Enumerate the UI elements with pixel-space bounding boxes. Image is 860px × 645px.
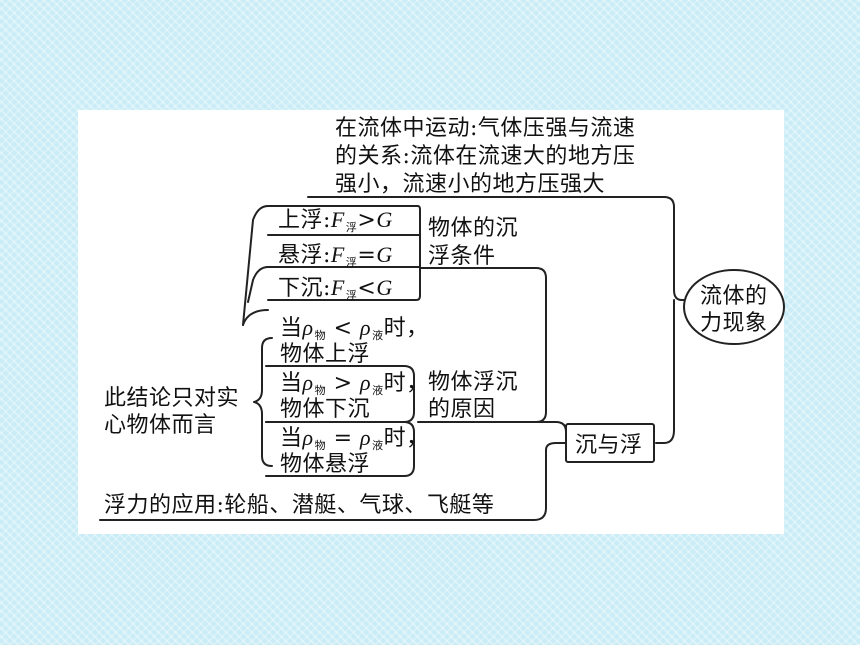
condition-sink: 下沉:F浮<G: [278, 275, 393, 302]
conditions-spine: [242, 205, 269, 326]
conditions-title-line-2: 浮条件: [428, 244, 496, 269]
causes-title-line-2: 的原因: [428, 397, 496, 422]
root-line-2: 力现象: [700, 311, 768, 336]
fluid-motion-connector: [307, 196, 693, 301]
fluid-motion-line-3: 强小，流速小的地方压强大: [335, 172, 606, 197]
condition-float-up: 上浮:F浮>G: [278, 207, 393, 234]
causes-spine: [242, 309, 269, 326]
root-to-sinkfloat-connector: [655, 299, 675, 444]
fluid-motion-line-2: 的关系:流体在流速大的地方压: [335, 144, 636, 169]
conditions-bracket: [267, 205, 421, 301]
conditions-title-line-1: 物体的沉: [428, 216, 519, 241]
causes-divider-2: [265, 421, 415, 477]
root-line-1: 流体的: [700, 284, 768, 309]
causes-divider-1: [265, 365, 415, 423]
causes-note-line-1: 此结论只对实: [104, 386, 240, 411]
causes-title-connector: [535, 421, 567, 433]
causes-note-line-2: 心物体而言: [104, 413, 217, 438]
condition-suspend: 悬浮:F浮=G: [278, 242, 393, 269]
conditions-spine-lower: [247, 266, 269, 303]
cause-item-1-result: 物体上浮: [280, 342, 371, 367]
connector-lines: [99, 196, 693, 521]
causes-title-line-1: 物体浮沉: [428, 370, 519, 395]
cause-item-2: 当ρ物 > ρ液时，: [280, 370, 429, 397]
sinkfloat-label: 沉与浮: [575, 433, 643, 458]
root-ellipse: [683, 269, 785, 345]
cause-item-3: 当ρ物 = ρ液时，: [280, 425, 429, 452]
cause-item-1: 当ρ物 < ρ液时，: [280, 315, 429, 342]
diagram-panel: [78, 110, 784, 534]
application-text: 浮力的应用:轮船、潜艇、气球、飞艇等: [104, 493, 495, 518]
cause-item-2-result: 物体下沉: [280, 397, 371, 422]
fluid-motion-line-1: 在流体中运动:气体压强与流速: [335, 116, 636, 141]
cause-item-3-result: 物体悬浮: [280, 452, 371, 477]
application-connector: [99, 442, 567, 521]
causes-brace: [253, 337, 273, 467]
